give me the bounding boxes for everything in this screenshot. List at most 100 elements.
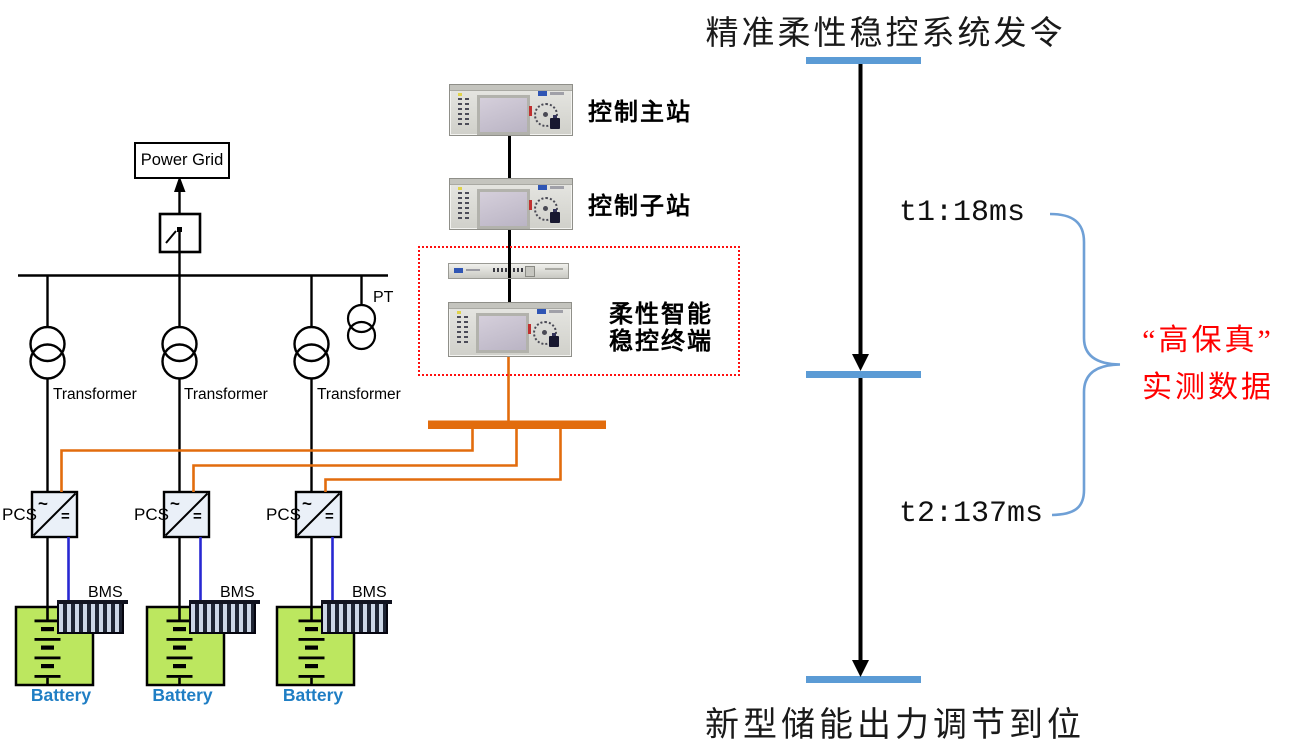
device-connector bbox=[550, 115, 560, 129]
timeline-start-event-title: 精准柔性稳控系统发令 bbox=[705, 16, 1066, 52]
pcs-ac-symbol: ~ bbox=[302, 494, 312, 513]
device-led-column bbox=[465, 192, 469, 221]
device-screen bbox=[476, 313, 529, 353]
brand-logo-text bbox=[466, 269, 480, 271]
breaker-blade bbox=[165, 230, 177, 244]
timeline-end-event-title: 新型储能出力调节到位 bbox=[705, 707, 1085, 743]
bms-module-photo bbox=[321, 600, 392, 634]
control-substation-label: 控制子站 bbox=[588, 193, 692, 220]
pt-label: PT bbox=[373, 289, 394, 306]
device-led-yellow bbox=[458, 187, 462, 190]
control-master-device-photo bbox=[449, 84, 573, 136]
pcs-label-2: PCS bbox=[134, 505, 169, 524]
arrow-up-head bbox=[174, 176, 186, 192]
arrow-down-head-1 bbox=[852, 354, 869, 371]
terminal-label-line1: 柔性智能 bbox=[609, 301, 713, 328]
bms-module-photo bbox=[57, 600, 128, 634]
pcs-label-1: PCS bbox=[2, 505, 37, 524]
switch-connector bbox=[525, 266, 535, 277]
switch-ports bbox=[493, 268, 535, 272]
battery-symbol bbox=[298, 607, 325, 685]
pcs-dc-symbol: = bbox=[61, 508, 70, 525]
t2-value-label: t2:137ms bbox=[899, 497, 1044, 531]
bms-label-2: BMS bbox=[220, 584, 255, 601]
device-keypad-icon bbox=[533, 321, 557, 345]
callout-line2: 实测数据 bbox=[1142, 371, 1274, 404]
measurement-brace bbox=[1049, 212, 1121, 517]
control-wire-1 bbox=[60, 429, 474, 492]
battery-label-2: Battery bbox=[152, 685, 213, 705]
device-led-column bbox=[465, 98, 469, 127]
switch-label-text bbox=[545, 268, 563, 270]
brand-logo bbox=[454, 268, 463, 273]
device-keypad-icon bbox=[534, 197, 558, 221]
brand-logo bbox=[537, 309, 546, 314]
brand-logo bbox=[538, 185, 547, 190]
device-led-column bbox=[458, 98, 462, 127]
device-screen bbox=[477, 189, 530, 229]
device-red-button bbox=[529, 106, 532, 116]
transformer-symbol bbox=[293, 325, 330, 363]
battery-label-1: Battery bbox=[30, 685, 92, 705]
pcs-dc-symbol: = bbox=[325, 508, 334, 525]
brand-logo-text bbox=[549, 310, 563, 313]
breaker-contact-dot bbox=[177, 227, 182, 232]
pcs-diagonal bbox=[296, 492, 341, 537]
t1-value-label: t1:18ms bbox=[899, 196, 1026, 230]
sub-terminal-link-over bbox=[508, 262, 511, 278]
device-keypad-icon bbox=[534, 103, 558, 127]
device-connector bbox=[550, 209, 560, 223]
timeline-bars bbox=[806, 57, 921, 683]
timeline-bar-middle bbox=[806, 371, 921, 378]
device-led-column bbox=[458, 192, 462, 221]
battery-label-3: Battery bbox=[282, 685, 344, 705]
callout-line1: “高保真” bbox=[1142, 324, 1274, 357]
pcs-ac-symbol: ~ bbox=[170, 494, 180, 513]
orange-comm-busbar bbox=[428, 420, 606, 429]
bms-label-3: BMS bbox=[352, 584, 387, 601]
pcs-ac-symbol: ~ bbox=[38, 494, 48, 513]
pcs-diagonal bbox=[32, 492, 77, 537]
timeline-arrows bbox=[852, 64, 869, 677]
transformer-label-3: Transformer bbox=[317, 386, 401, 403]
device-led-yellow bbox=[458, 93, 462, 96]
device-red-button bbox=[528, 324, 531, 334]
device-red-button bbox=[529, 200, 532, 210]
control-master-label: 控制主站 bbox=[588, 99, 692, 126]
timeline-bar-bottom bbox=[806, 676, 921, 683]
device-screen bbox=[477, 95, 530, 135]
brand-logo-text bbox=[550, 92, 564, 95]
battery-symbol bbox=[166, 607, 193, 685]
power-grid-box: Power Grid bbox=[134, 142, 230, 179]
stability-terminal-device-photo bbox=[448, 302, 572, 357]
timeline-bar-top bbox=[806, 57, 921, 64]
battery-symbol bbox=[34, 607, 61, 685]
control-wire-3 bbox=[324, 429, 562, 492]
pcs-diagonal bbox=[164, 492, 209, 537]
device-led-column bbox=[464, 316, 468, 345]
bms-module-photo bbox=[189, 600, 260, 634]
device-top-strip bbox=[449, 303, 571, 309]
grid-circuit-lines bbox=[18, 176, 388, 608]
control-substation-device-photo bbox=[449, 178, 573, 230]
transformer-label-2: Transformer bbox=[184, 386, 268, 403]
brand-logo-text bbox=[550, 186, 564, 189]
pcs-label-3: PCS bbox=[266, 505, 301, 524]
pt-symbol bbox=[346, 320, 377, 351]
bms-label-1: BMS bbox=[88, 584, 123, 601]
device-led-column bbox=[457, 316, 461, 345]
terminal-dashed-frame bbox=[418, 246, 740, 376]
transformer-symbol bbox=[161, 325, 198, 363]
arrow-down-head-2 bbox=[852, 660, 869, 677]
terminal-label-line2: 稳控终端 bbox=[609, 328, 713, 355]
bms-comm-wires bbox=[67, 537, 334, 605]
device-top-strip bbox=[450, 85, 572, 91]
brand-logo bbox=[538, 91, 547, 96]
pcs-dc-symbol: = bbox=[193, 508, 202, 525]
battery-cell-symbols bbox=[34, 607, 325, 685]
transformer-symbol bbox=[29, 325, 66, 363]
device-top-strip bbox=[450, 179, 572, 185]
pt-symbol bbox=[346, 303, 377, 334]
device-connector bbox=[549, 333, 559, 347]
